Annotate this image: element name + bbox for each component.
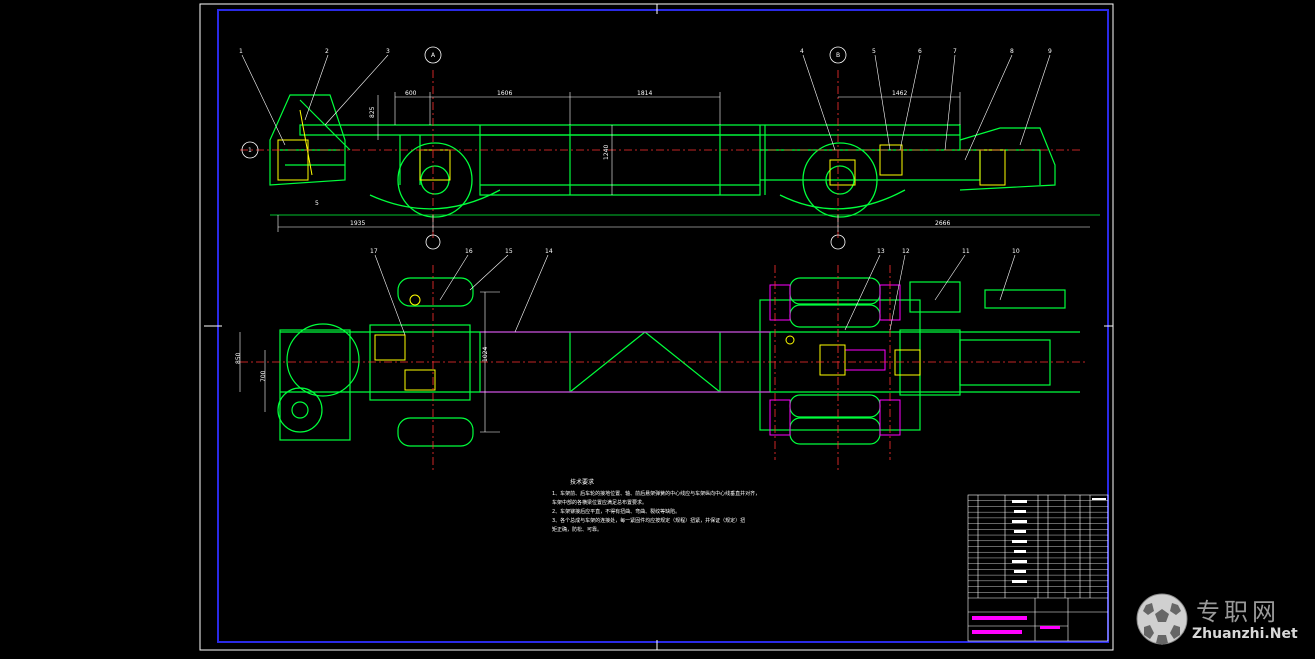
part-label-6: 6 <box>918 48 922 55</box>
dim-600: 600 <box>405 90 417 97</box>
dim-2666: 2666 <box>935 220 950 227</box>
notes-title: 技术要求 <box>570 478 594 486</box>
dim-1240: 1240 <box>603 145 610 160</box>
dim-825: 825 <box>369 106 376 118</box>
dim-700: 700 <box>260 370 267 382</box>
section-marker-a: A <box>431 52 436 59</box>
part-label-1: 1 <box>239 48 243 55</box>
centering-marks <box>204 4 1113 650</box>
notes-line-2: 车架中部的各横梁位置应满足总布置要求。 <box>552 499 647 506</box>
part-label-14: 14 <box>545 248 553 255</box>
dim-1462: 1462 <box>892 90 907 97</box>
notes-line-3: 2、车架铆接后应平直，不得有扭曲、弯曲、裂纹等缺陷。 <box>552 508 680 515</box>
part-label-8: 8 <box>1010 48 1014 55</box>
notes-line-1: 1、车架前、后车轮的接地位置、轴、前后悬架弹簧的中心线应与车架纵向中心线垂直并对… <box>552 490 760 497</box>
watermark: 专职网 Zhuanzhi.Net <box>1132 588 1312 650</box>
title-block <box>967 494 1109 642</box>
part-label-3: 3 <box>386 48 390 55</box>
part-label-13: 13 <box>877 248 885 255</box>
dim-850: 850 <box>235 352 242 364</box>
watermark-ball-logo <box>1136 593 1188 645</box>
section-marker-1: 1 <box>248 147 252 154</box>
part-label-5: 5 <box>872 48 876 55</box>
watermark-en-text: Zhuanzhi.Net <box>1192 626 1298 642</box>
part-label-10: 10 <box>1012 248 1020 255</box>
part-label-11: 11 <box>962 248 970 255</box>
dim-1606: 1606 <box>497 90 512 97</box>
dim-5: 5 <box>315 200 319 207</box>
part-label-15: 15 <box>505 248 513 255</box>
dim-1024: 1024 <box>482 347 489 362</box>
part-label-9: 9 <box>1048 48 1052 55</box>
dim-1814: 1814 <box>637 90 652 97</box>
dim-1935: 1935 <box>350 220 365 227</box>
section-marker-b: B <box>836 52 840 59</box>
part-label-7: 7 <box>953 48 957 55</box>
part-label-17: 17 <box>370 248 378 255</box>
part-label-12: 12 <box>902 248 910 255</box>
notes-line-4: 3、各个总成与车架的连接处，每一紧固件均应按规定（规程）扭紧，并保证（规定）扭 <box>552 517 745 524</box>
side-view: 600 1606 1814 1462 1240 825 1935 2666 5 … <box>239 46 1100 250</box>
part-label-16: 16 <box>465 248 473 255</box>
top-view: 850 700 1024 17 16 15 14 13 12 11 10 <box>235 248 1085 470</box>
part-label-2: 2 <box>325 48 329 55</box>
drawing-frame <box>217 9 1109 643</box>
notes-line-5: 矩正确，防松、可靠。 <box>552 526 602 533</box>
watermark-cn-text: 专职网 <box>1196 598 1280 626</box>
technical-notes: 技术要求 1、车架前、后车轮的接地位置、轴、前后悬架弹簧的中心线应与车架纵向中心… <box>552 478 760 533</box>
part-label-4: 4 <box>800 48 804 55</box>
